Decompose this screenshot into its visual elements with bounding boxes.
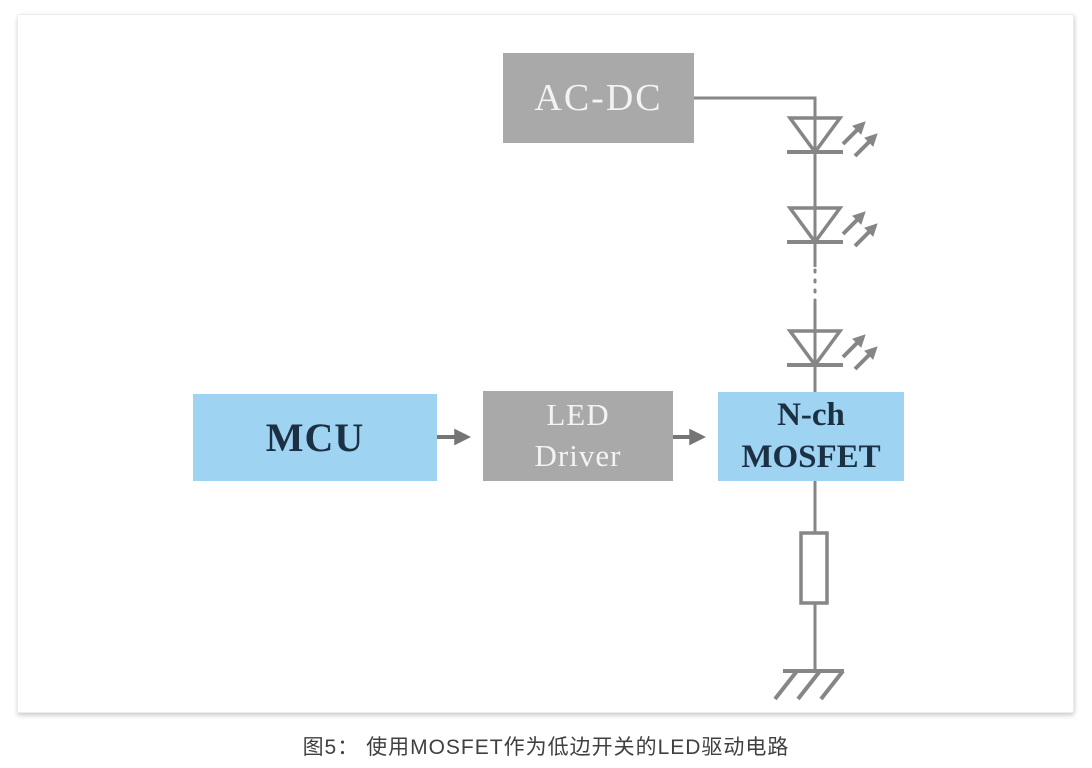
block-acdc: AC-DC (503, 53, 694, 143)
block-nch-mosfet-label-line1: N-ch (777, 396, 845, 433)
led-icon (786, 206, 878, 248)
led-icon (786, 329, 878, 371)
block-nch-mosfet: N-ch MOSFET (718, 392, 904, 481)
wire-acdc-to-led-chain (694, 96, 817, 267)
led-icon (786, 116, 878, 158)
block-nch-mosfet-label-line2: MOSFET (741, 438, 881, 475)
block-led-driver-label-line1: LED (546, 397, 610, 433)
block-led-driver: LED Driver (483, 391, 673, 481)
block-mcu: MCU (193, 394, 437, 481)
resistor-icon (799, 531, 829, 605)
ground-icon (773, 669, 845, 701)
block-led-driver-label-line2: Driver (534, 438, 622, 473)
block-mcu-label: MCU (265, 415, 365, 460)
block-acdc-label: AC-DC (534, 77, 663, 119)
figure-caption: 图5： 使用MOSFET作为低边开关的LED驱动电路 (302, 736, 790, 759)
